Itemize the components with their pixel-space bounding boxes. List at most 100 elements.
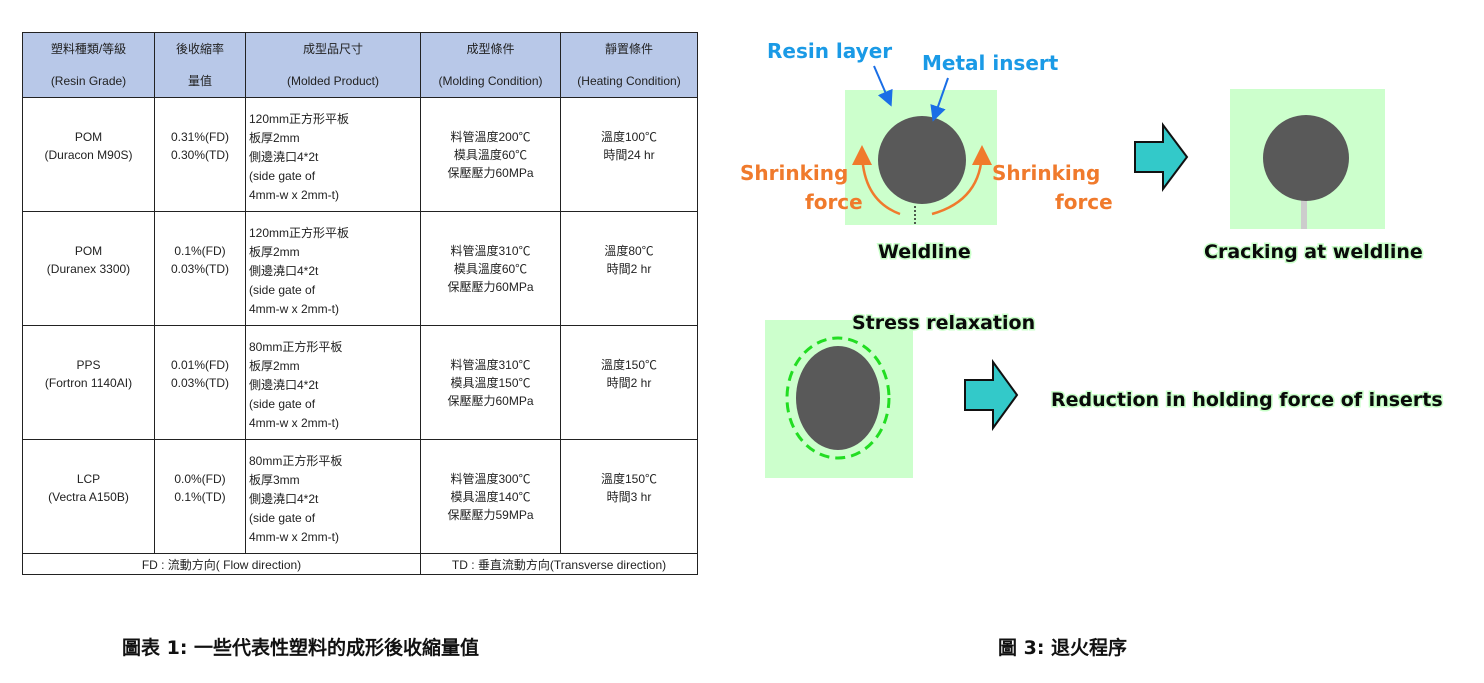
cell-line: 80mm正方形平板: [249, 454, 343, 468]
weldline-label: Weldline: [878, 241, 971, 263]
header-shrinkage: 後收縮率量值: [154, 32, 246, 98]
table-caption: 圖表 1: 一些代表性塑料的成形後收縮量值: [122, 637, 480, 659]
cell-line: 料管溫度310℃: [450, 358, 531, 372]
cell-line: (Vectra A150B): [48, 490, 129, 504]
cell-line: 保壓壓力59MPa: [447, 508, 534, 522]
next-step-arrow-1: [1134, 122, 1189, 192]
cell-line: 模具溫度60℃: [453, 262, 528, 276]
heating-condition-cell: 溫度100℃ 時間24 hr: [560, 97, 698, 212]
cell-line: 料管溫度310℃: [450, 244, 531, 258]
cell-line: 120mm正方形平板: [249, 226, 350, 240]
stress-relaxation-ring: [785, 336, 891, 460]
molded-product-cell: 80mm正方形平板板厚2mm 側邊澆口4*2t (side gate of 4mm-w…: [245, 325, 421, 440]
cell-line: 時間24 hr: [603, 148, 655, 162]
cell-line: 側邊澆口4*2t: [249, 378, 319, 392]
figure-caption: 圖 3: 退火程序: [998, 637, 1128, 659]
resin-grade-cell: LCP(Vectra A150B): [22, 439, 155, 554]
cell-line: (Duranex 3300): [46, 262, 131, 276]
footer-td-note: TD : 垂直流動方向(Transverse direction): [420, 553, 698, 575]
cell-line: 板厚2mm: [249, 245, 300, 259]
next-step-arrow-2: [964, 358, 1019, 432]
cell-line: 料管溫度200℃: [450, 130, 531, 144]
resin-layer-pointer: [873, 65, 893, 107]
shrink-arrow-left: [852, 145, 901, 216]
table-row: POM (Duranex 3300) 0.1%(FD) 0.03%(TD) 120mm正…: [22, 211, 698, 326]
shrinkage-value-cell: 0.31%(FD) 0.30%(TD): [154, 97, 246, 212]
stress-relaxation-label: Stress relaxation: [852, 312, 1035, 334]
table-footer-row: FD : 流動方向( Flow direction) TD : 垂直流動方向(T…: [22, 553, 698, 575]
cell-line: (side gate of: [249, 511, 316, 525]
shrink-arrow-right: [931, 145, 992, 216]
heating-condition-cell: 溫度80℃ 時間2 hr: [560, 211, 698, 326]
cell-line: 溫度100℃: [600, 130, 658, 144]
cell-line: 0.31%(FD): [170, 130, 229, 144]
molded-product-cell: 120mm正方形平板板厚2mm 側邊澆口4*2t (side gate of 4mm-…: [245, 97, 421, 212]
metal-insert-circle: [878, 116, 966, 204]
header-molding-condition: 成型條件(Molding Condition): [420, 32, 561, 98]
metal-insert-label: Metal insert: [922, 51, 1059, 75]
cell-line: 0.01%(FD): [170, 358, 229, 372]
table-header-row: 塑料種類/等級(Resin Grade) 後收縮率量值 成型品尺寸(Molded…: [22, 32, 698, 98]
cell-line: POM: [74, 244, 103, 258]
cell-line: (side gate of: [249, 283, 316, 297]
cell-line: 時間3 hr: [606, 490, 652, 504]
resin-grade-cell: POM(Duracon M90S): [22, 97, 155, 212]
cell-line: 模具溫度140℃: [450, 490, 531, 504]
shrinkage-value-cell: 0.1%(FD) 0.03%(TD): [154, 211, 246, 326]
cell-line: 模具溫度150℃: [450, 376, 531, 390]
metal-insert-circle-relaxed: [796, 346, 880, 450]
cell-line: 保壓壓力60MPa: [447, 280, 534, 294]
shrinkage-table: 塑料種類/等級(Resin Grade) 後收縮率量值 成型品尺寸(Molded…: [22, 32, 698, 575]
cell-line: 0.1%(FD): [174, 244, 226, 258]
cell-line: 板厚2mm: [249, 359, 300, 373]
resin-grade-cell: PPS(Fortron 1140AI): [22, 325, 155, 440]
annealing-diagram: Resin layer Metal insert Shrinking force…: [740, 39, 1444, 478]
cell-line: 模具溫度60℃: [453, 148, 528, 162]
cell-line: 溫度80℃: [604, 244, 654, 258]
header-molded-product: 成型品尺寸(Molded Product): [245, 32, 421, 98]
cell-line: 溫度150℃: [600, 472, 658, 486]
footer-fd-note: FD : 流動方向( Flow direction): [22, 553, 421, 575]
molding-condition-cell: 料管溫度310℃ 模具溫度60℃ 保壓壓力60MPa: [420, 211, 561, 326]
metal-insert-circle-cracked: [1263, 115, 1349, 201]
cell-line: 0.0%(FD): [174, 472, 226, 486]
header-heating-condition: 靜置條件(Heating Condition): [560, 32, 698, 98]
cell-line: 120mm正方形平板: [249, 112, 350, 126]
cell-line: 側邊澆口4*2t: [249, 264, 319, 278]
cell-line: 側邊澆口4*2t: [249, 150, 319, 164]
cell-line: 4mm-w x 2mm-t): [249, 416, 339, 430]
cell-line: 80mm正方形平板: [249, 340, 343, 354]
cell-line: (Fortron 1140AI): [44, 376, 133, 390]
shrinkage-value-cell: 0.0%(FD)0.1%(TD): [154, 439, 246, 554]
metal-insert-pointer: [930, 77, 949, 122]
cell-line: 板厚2mm: [249, 131, 300, 145]
table-row: PPS(Fortron 1140AI) 0.01%(FD) 0.03%(TD) 80m…: [22, 325, 698, 440]
cell-line: 0.03%(TD): [170, 376, 229, 390]
table-row: POM(Duracon M90S) 0.31%(FD) 0.30%(TD) 120mm…: [22, 97, 698, 212]
cell-line: 4mm-w x 2mm-t): [249, 188, 339, 202]
shrinkage-value-cell: 0.01%(FD) 0.03%(TD): [154, 325, 246, 440]
force-label-right: force: [1055, 190, 1113, 214]
table-row: LCP(Vectra A150B)0.0%(FD)0.1%(TD)80mm正方形…: [22, 439, 698, 554]
heating-condition-cell: 溫度150℃ 時間3 hr: [560, 439, 698, 554]
reduction-label: Reduction in holding force of inserts: [1051, 389, 1443, 411]
force-label-left: force: [805, 190, 863, 214]
cell-line: 側邊澆口4*2t: [249, 492, 319, 506]
shrinking-label-left: Shrinking: [740, 161, 848, 185]
cell-line: (side gate of: [249, 397, 316, 411]
shrinkage-table-container: 塑料種類/等級(Resin Grade) 後收縮率量值 成型品尺寸(Molded…: [22, 32, 698, 575]
cell-line: 0.30%(TD): [170, 148, 229, 162]
shrinking-label-right: Shrinking: [992, 161, 1100, 185]
resin-grade-cell: POM (Duranex 3300): [22, 211, 155, 326]
molding-condition-cell: 料管溫度200℃ 模具溫度60℃ 保壓壓力60MPa: [420, 97, 561, 212]
cell-line: 時間2 hr: [606, 376, 652, 390]
cell-line: 時間2 hr: [606, 262, 652, 276]
cell-line: (side gate of: [249, 169, 316, 183]
cell-line: 保壓壓力60MPa: [447, 166, 534, 180]
cell-line: (Duracon M90S): [44, 148, 133, 162]
cell-line: 0.03%(TD): [170, 262, 229, 276]
